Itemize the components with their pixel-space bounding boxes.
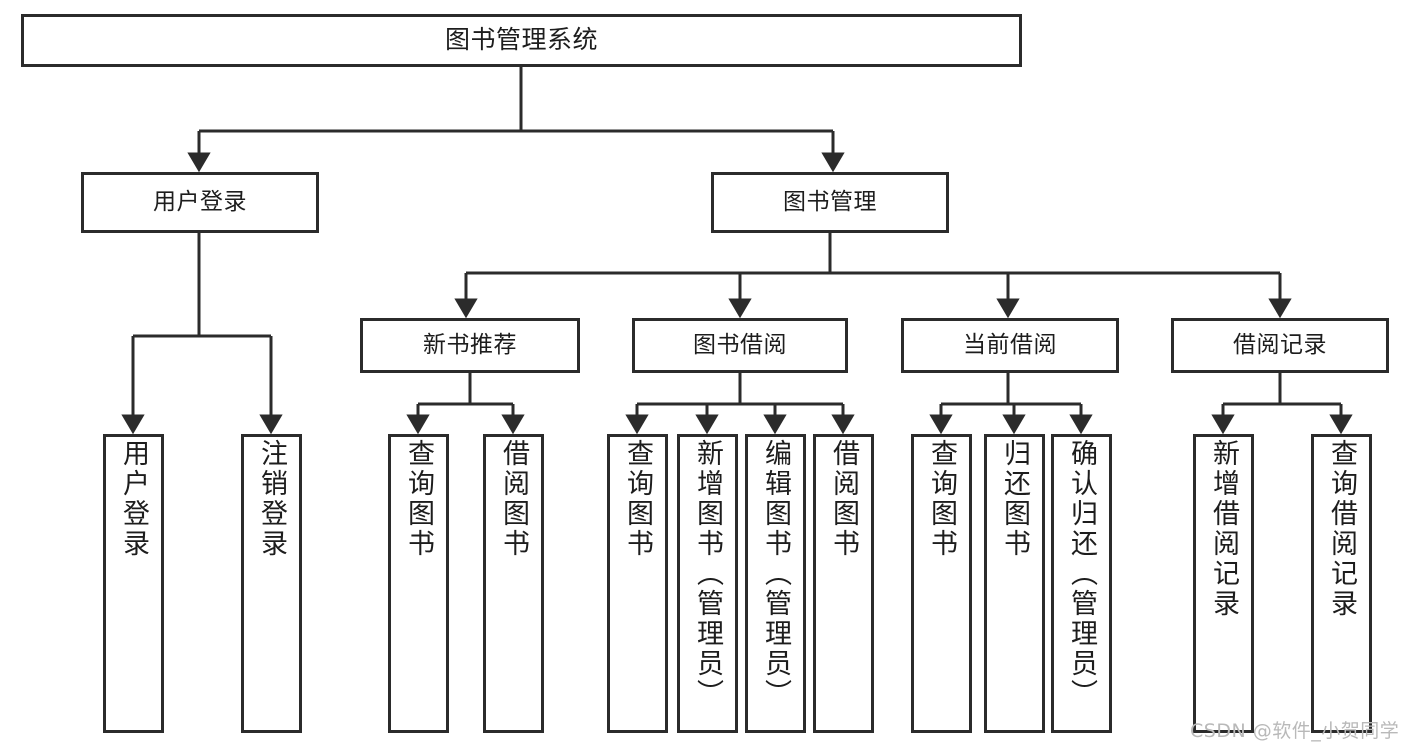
node-leaf-logout[interactable]: 注销登录 (241, 434, 302, 733)
node-leaf-query-book-3[interactable]: 查询图书 (911, 434, 972, 733)
node-leaf-return-book[interactable]: 归还图书 (984, 434, 1045, 733)
node-leaf-query-record[interactable]: 查询借阅记录 (1311, 434, 1372, 733)
watermark: CSDN @软件_小贺同学 (1190, 720, 1400, 742)
node-book-management-system[interactable]: 图书管理系统 (21, 14, 1022, 67)
node-label: 确认归还（管理员） (1066, 439, 1097, 709)
node-leaf-edit-book[interactable]: 编辑图书（管理员） (745, 434, 806, 733)
node-label: 图书管理系统 (444, 25, 598, 55)
node-label: 当前借阅 (963, 332, 1057, 359)
node-label: 图书借阅 (693, 332, 787, 359)
node-book-borrow[interactable]: 图书借阅 (632, 318, 848, 373)
node-label: 用户登录 (153, 189, 247, 216)
node-label: 归还图书 (999, 439, 1030, 559)
node-label: 查询图书 (926, 439, 957, 559)
node-book-management[interactable]: 图书管理 (711, 172, 949, 233)
node-label: 新书推荐 (423, 332, 517, 359)
node-leaf-add-record[interactable]: 新增借阅记录 (1193, 434, 1254, 733)
node-leaf-add-book[interactable]: 新增图书（管理员） (677, 434, 738, 733)
node-borrow-record[interactable]: 借阅记录 (1171, 318, 1389, 373)
node-label: 借阅记录 (1233, 332, 1327, 359)
node-label: 图书管理 (783, 189, 877, 216)
node-leaf-confirm-return[interactable]: 确认归还（管理员） (1051, 434, 1112, 733)
node-label: 注销登录 (256, 439, 287, 559)
node-new-book-recommend[interactable]: 新书推荐 (360, 318, 580, 373)
node-leaf-user-login[interactable]: 用户登录 (103, 434, 164, 733)
node-label: 编辑图书（管理员） (760, 439, 791, 709)
node-leaf-borrow-book-2[interactable]: 借阅图书 (813, 434, 874, 733)
node-current-borrow[interactable]: 当前借阅 (901, 318, 1119, 373)
node-label: 新增借阅记录 (1208, 439, 1239, 619)
node-label: 借阅图书 (828, 439, 859, 559)
node-label: 查询图书 (403, 439, 434, 559)
node-leaf-query-book-2[interactable]: 查询图书 (607, 434, 668, 733)
node-label: 新增图书（管理员） (692, 439, 723, 709)
node-leaf-query-book-1[interactable]: 查询图书 (388, 434, 449, 733)
node-label: 查询图书 (622, 439, 653, 559)
node-label: 借阅图书 (498, 439, 529, 559)
node-label: 查询借阅记录 (1326, 439, 1357, 619)
node-label: 用户登录 (118, 439, 149, 559)
node-user-login[interactable]: 用户登录 (81, 172, 319, 233)
node-leaf-borrow-book-1[interactable]: 借阅图书 (483, 434, 544, 733)
